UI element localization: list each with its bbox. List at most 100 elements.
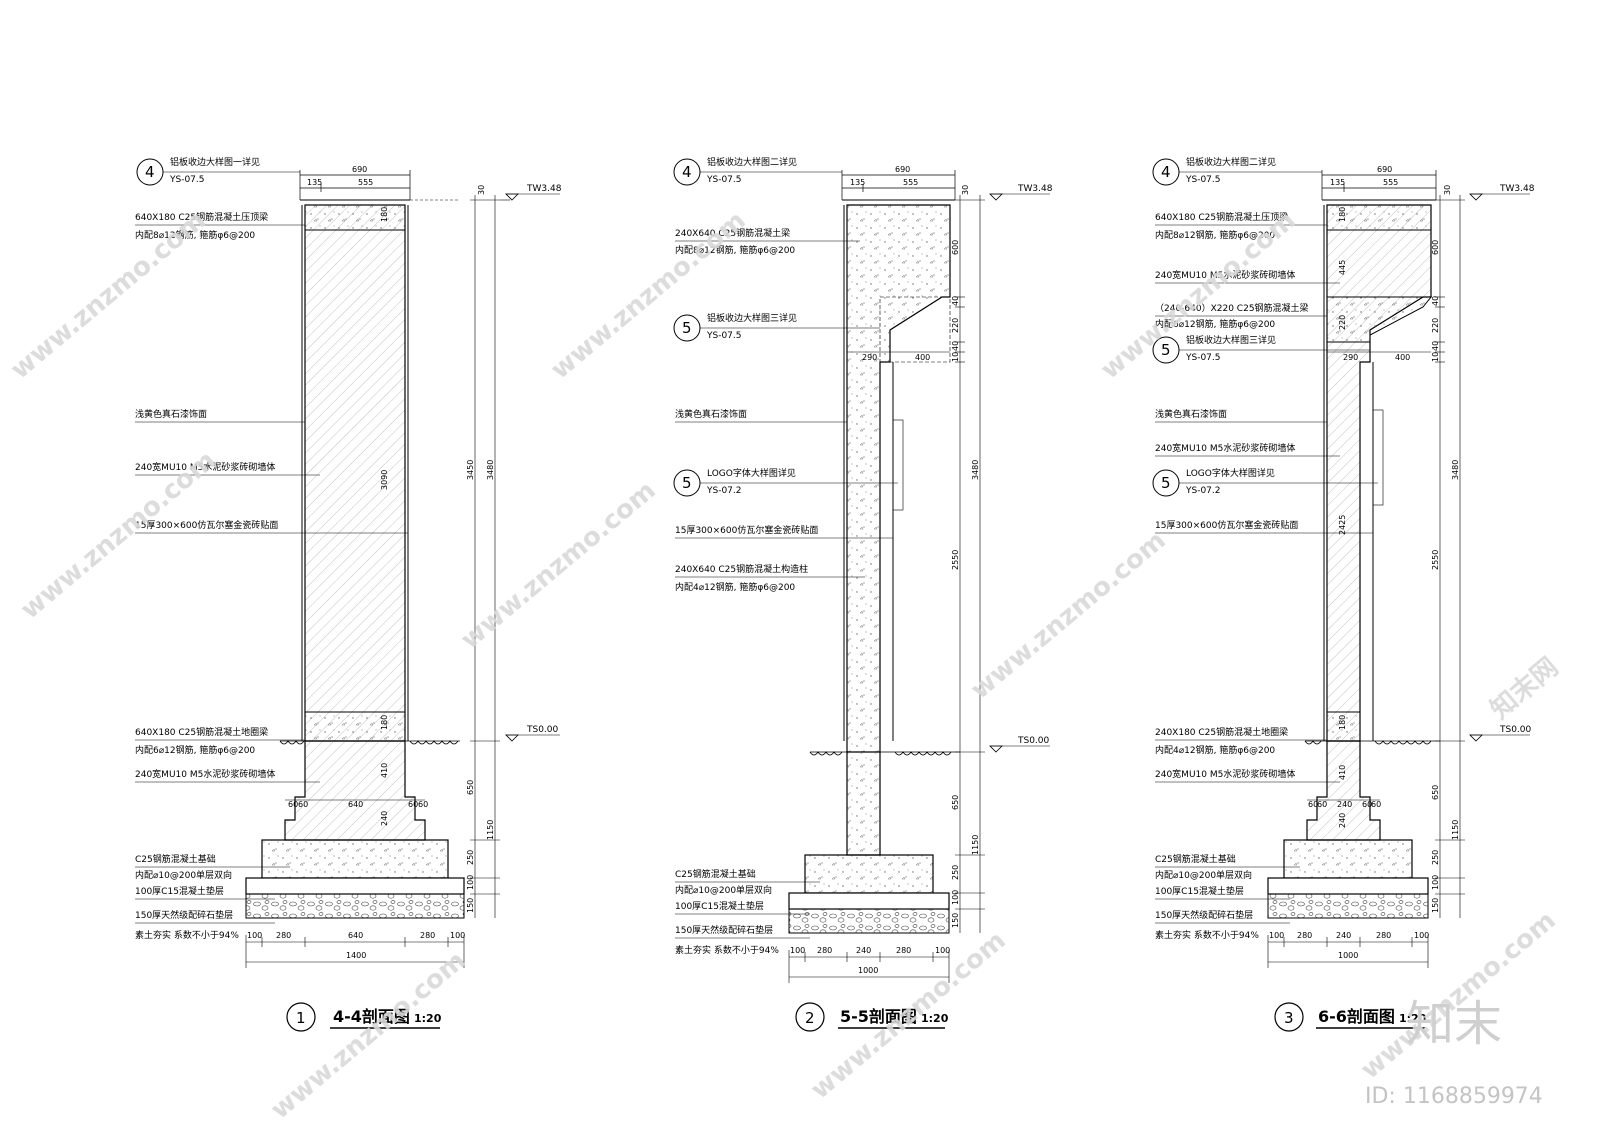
dim-overhang: 135	[1330, 178, 1345, 187]
callout-line1: 铝板收边大样图二详见	[1186, 156, 1276, 168]
callout-num: 5	[1161, 474, 1171, 492]
notes: 240X640 C25钢筋混凝土梁 内配8⌀12钢筋, 箍筋φ6@200 浅黄色…	[675, 227, 893, 956]
dim-r1: 445	[1338, 260, 1347, 275]
note-15: 素土夯实 系数不小于94%	[1155, 929, 1259, 941]
dim-inner: 555	[358, 178, 373, 187]
dim-b5: 1400	[346, 951, 366, 960]
bottom-dimensions	[1267, 935, 1429, 968]
note-1: 内配8⌀12钢筋, 箍筋φ6@200	[675, 244, 795, 256]
top-dimensions	[1321, 170, 1437, 200]
dim-m4: 60	[418, 800, 428, 809]
dim-b4: 100	[935, 946, 950, 955]
footing	[1283, 839, 1413, 879]
dim-r11: 1150	[971, 835, 980, 855]
dim-r14: 650	[1431, 785, 1440, 800]
callout-num: 4	[145, 163, 155, 181]
section-title: 3 6-6剖面图 1:20	[1274, 1002, 1427, 1032]
image-id: ID: 1168859974	[1365, 1084, 1543, 1109]
dim-r10: 150	[951, 913, 960, 928]
dim-cap: 30	[1443, 185, 1452, 195]
callout-5-logo: 5 LOGO字体大样图详见 YS-07.2	[1152, 467, 1378, 497]
callout-5-edge: 5 铝板收边大样图三详见 YS-07.5	[673, 312, 880, 342]
level-top: TW3.48	[989, 184, 1053, 201]
note-2: 浅黄色真石漆饰面	[675, 408, 747, 420]
dim-r4: 3480	[486, 460, 495, 480]
title-scale: 1:20	[921, 1012, 949, 1025]
dim-r4: 180	[1338, 715, 1347, 730]
dim-b1: 280	[276, 931, 291, 940]
note-7: 15厚300×600仿瓦尔塞金瓷砖贴面	[1155, 519, 1298, 531]
right-dimensions	[955, 195, 985, 933]
dim-b3: 280	[1376, 931, 1391, 940]
dim-m2: 640	[348, 800, 363, 809]
dim-width-total: 690	[352, 165, 367, 174]
callout-4: 4 铝板收边大样图一详见 YS-07.5	[136, 156, 300, 186]
section-6-6: 690 135 555 30	[1152, 156, 1535, 1032]
title-scale: 1:20	[414, 1012, 442, 1025]
callout-line2: YS-07.5	[1185, 353, 1221, 363]
notes: 640X180 C25钢筋混凝土压顶梁 内配8⌀12钢筋, 箍筋φ6@200 浅…	[135, 211, 408, 941]
dim-r2: 220	[1338, 315, 1347, 330]
callout-line1: LOGO字体大样图详见	[1186, 467, 1275, 479]
dim-r11: 10	[1431, 352, 1440, 362]
dim-width-total: 690	[1377, 165, 1392, 174]
section-title: 2 5-5剖面图 1:20	[795, 1002, 949, 1032]
wall-body	[304, 204, 406, 742]
callout-5-logo: 5 LOGO字体大样图详见 YS-07.2	[673, 467, 898, 497]
note-10: 240宽MU10 M5水泥砂浆砖砌墙体	[1155, 768, 1295, 780]
top-dimensions	[841, 170, 956, 200]
level-ground: TS0.00	[505, 725, 560, 742]
note-5: 内配4⌀12钢筋, 箍筋φ6@200	[675, 581, 795, 593]
note-10: 100厚C15混凝土垫层	[135, 885, 224, 897]
dim-r16: 100	[1431, 875, 1440, 890]
dim-r13: 3480	[1451, 460, 1460, 480]
c15-layer	[1267, 877, 1429, 895]
note-8: 240X180 C25钢筋混凝土地圈梁	[1155, 726, 1288, 738]
note-12: 内配⌀10@200单层双向	[1155, 869, 1252, 881]
dim-m0: 60	[288, 800, 298, 809]
dim-r4: 10	[951, 352, 960, 362]
dim-r8: 40	[1431, 296, 1440, 306]
dim-r8: 250	[951, 865, 960, 880]
dim-r0: 180	[380, 207, 389, 222]
note-9: 内配4⌀12钢筋, 箍筋φ6@200	[1155, 744, 1275, 756]
footing	[804, 854, 934, 894]
note-3: （240-640）X220 C25钢筋混凝土梁	[1155, 302, 1309, 314]
note-0: 240X640 C25钢筋混凝土梁	[675, 227, 790, 239]
note-4: 内配6⌀12钢筋, 箍筋φ6@200	[1155, 318, 1275, 330]
dim-width-total: 690	[895, 165, 910, 174]
note-3: 15厚300×600仿瓦尔塞金瓷砖贴面	[675, 524, 818, 536]
callout-4: 4 铝板收边大样图二详见 YS-07.5	[673, 156, 842, 186]
note-12: 素土夯实 系数不小于94%	[135, 929, 239, 941]
callout-5-edge: 5 铝板收边大样图三详见 YS-07.5	[1152, 334, 1370, 364]
callout-line1: 铝板收边大样图二详见	[707, 156, 797, 168]
dim-cap: 30	[477, 185, 486, 195]
level-ground: TS0.00	[989, 736, 1050, 753]
c15-layer	[788, 892, 950, 910]
callout-line2: YS-07.5	[169, 175, 205, 185]
dim-overhang: 135	[850, 178, 865, 187]
dim-r5: 410	[1338, 765, 1347, 780]
brand-logo: 知末	[1406, 996, 1502, 1052]
dim-r2: 220	[951, 318, 960, 333]
c15-layer	[245, 877, 465, 895]
dim-m1: 400	[915, 353, 930, 362]
top-beam	[304, 204, 406, 231]
section-title: 1 4-4剖面图 1:20	[286, 1002, 442, 1032]
dim-r5: 2550	[951, 550, 960, 570]
dim-r1: 3090	[380, 470, 389, 490]
pier	[846, 752, 881, 856]
note-4: 240X640 C25钢筋混凝土构造柱	[675, 563, 808, 575]
note-10: 素土夯实 系数不小于94%	[675, 944, 779, 956]
dim-b4: 100	[1414, 931, 1429, 940]
dim-r3: 3450	[466, 460, 475, 480]
footing	[261, 839, 449, 879]
watermark-text: www.znzmo.com	[455, 475, 661, 655]
callout-num: 5	[682, 474, 692, 492]
dim-r6: 240	[1338, 813, 1347, 828]
top-beam	[1326, 204, 1432, 231]
level-ground: TS0.00	[1469, 725, 1532, 742]
dim-r10: 150	[466, 898, 475, 913]
note-0: 640X180 C25钢筋混凝土压顶梁	[135, 211, 268, 223]
